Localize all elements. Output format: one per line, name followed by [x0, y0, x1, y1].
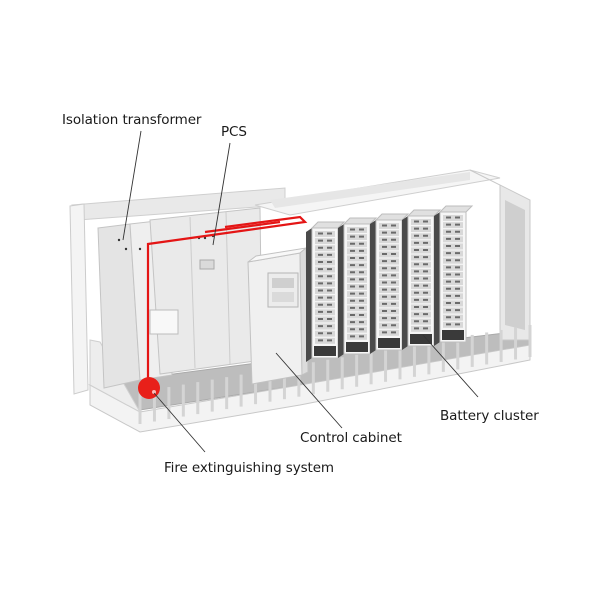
battery-rack	[306, 221, 346, 362]
container-corrugation	[138, 325, 532, 424]
pcs-cabinet	[149, 207, 263, 375]
leader-line-control-cabinet	[275, 352, 343, 429]
label-fire-extinguishing-system: Fire extinguishing system	[164, 460, 334, 476]
label-pcs: PCS	[221, 124, 247, 140]
battery-rack	[434, 205, 474, 346]
battery-rack	[402, 209, 442, 350]
leader-lines	[122, 130, 479, 453]
leader-line-battery-cluster	[422, 334, 479, 398]
label-control-cabinet: Control cabinet	[300, 430, 402, 446]
label-isolation-transformer: Isolation transformer	[62, 112, 202, 128]
battery-rack	[338, 217, 378, 358]
label-battery-cluster: Battery cluster	[440, 408, 539, 424]
battery-cluster-racks	[306, 205, 474, 362]
leader-line-isolation-transformer	[122, 130, 142, 241]
battery-rack	[370, 213, 410, 354]
leader-line-fire-extinguishing-system	[153, 392, 206, 453]
control-cabinet-unit	[247, 246, 309, 385]
leader-line-pcs	[212, 142, 231, 246]
